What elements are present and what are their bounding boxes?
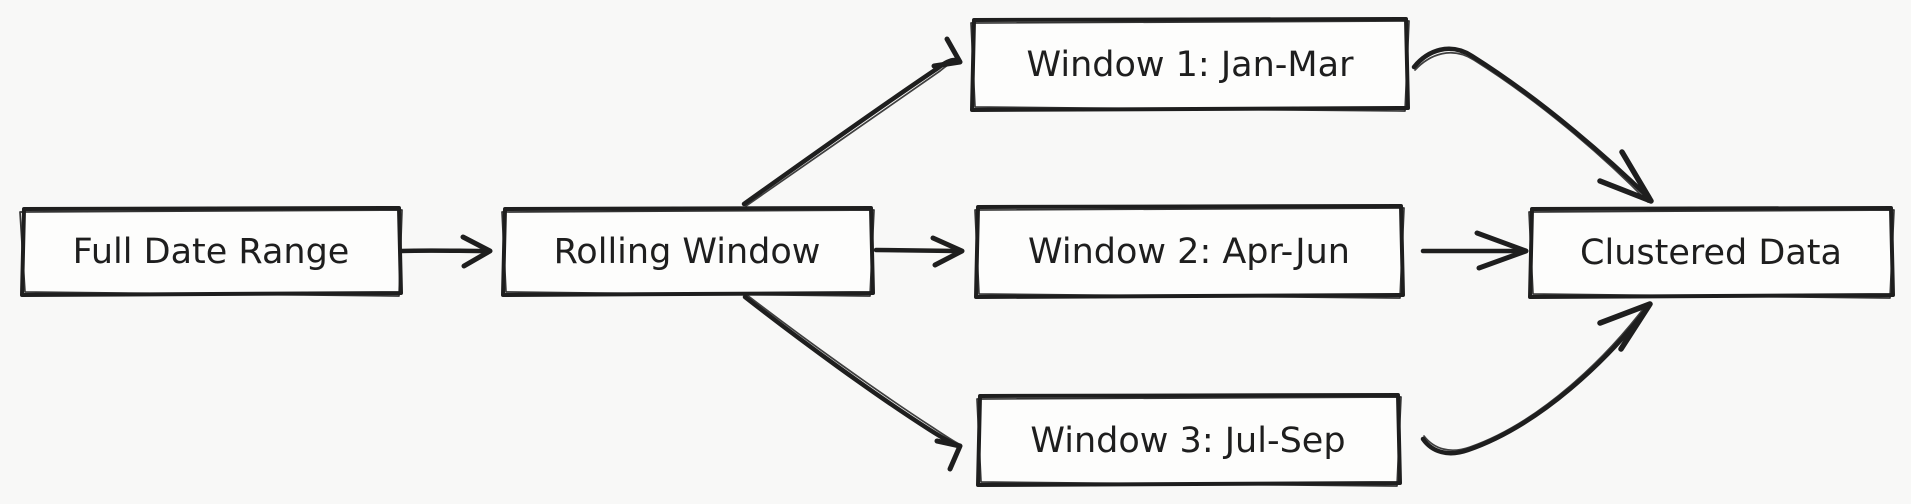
node-full-date-range[interactable]: Full Date Range — [19, 206, 403, 297]
node-window-1[interactable]: Window 1: Jan-Mar — [970, 17, 1410, 112]
edge-shaft — [1420, 303, 1652, 456]
node-window-3[interactable]: Window 3: Jul-Sep — [976, 393, 1402, 487]
node-label: Clustered Data — [1580, 233, 1842, 273]
edge-window-1-to-clustered-data[interactable] — [1411, 46, 1654, 204]
edge-shaft — [1411, 46, 1653, 202]
arrowhead-icon — [931, 36, 963, 69]
node-box-rough — [1528, 209, 1895, 299]
edge-rolling-window-to-window-3[interactable] — [742, 294, 963, 472]
node-box — [974, 204, 1405, 299]
edge-shaft-rough — [1423, 303, 1648, 451]
node-rolling-window[interactable]: Rolling Window — [501, 206, 875, 297]
node-label: Window 1: Jan-Mar — [1027, 45, 1355, 85]
node-box — [976, 393, 1402, 487]
node-box — [1528, 206, 1895, 299]
node-box-rough — [974, 207, 1405, 299]
arrowhead-icon — [1597, 149, 1654, 204]
arrowhead-icon — [934, 438, 963, 472]
node-box-rough — [976, 396, 1402, 487]
arrowhead-icon — [930, 235, 965, 268]
edge-shaft-rough — [745, 61, 960, 207]
node-box-rough — [501, 209, 875, 297]
node-label: Rolling Window — [554, 232, 821, 272]
edge-full-date-range-to-rolling-window[interactable] — [398, 234, 493, 269]
node-label: Window 3: Jul-Sep — [1030, 421, 1345, 461]
arrowhead-icon — [1474, 230, 1529, 271]
edge-shaft — [873, 247, 960, 254]
node-clustered-data[interactable]: Clustered Data — [1528, 206, 1895, 299]
edge-window-2-to-clustered-data[interactable] — [1420, 230, 1529, 271]
node-box — [501, 206, 875, 297]
edge-rolling-window-to-window-1[interactable] — [741, 36, 963, 207]
edge-window-3-to-clustered-data[interactable] — [1420, 301, 1653, 456]
node-label: Window 2: Apr-Jun — [1028, 232, 1350, 272]
node-box — [970, 17, 1410, 112]
node-box-rough — [970, 20, 1410, 112]
edge-shaft — [741, 57, 963, 207]
node-box-rough — [19, 209, 403, 297]
edge-rolling-window-to-window-2[interactable] — [873, 235, 965, 268]
arrowhead-icon — [1597, 301, 1653, 352]
arrowhead-icon — [460, 234, 493, 269]
edge-shaft-rough — [1414, 51, 1649, 203]
node-window-2[interactable]: Window 2: Apr-Jun — [974, 204, 1405, 299]
edge-shaft-rough — [746, 294, 960, 445]
node-label: Full Date Range — [73, 232, 350, 272]
